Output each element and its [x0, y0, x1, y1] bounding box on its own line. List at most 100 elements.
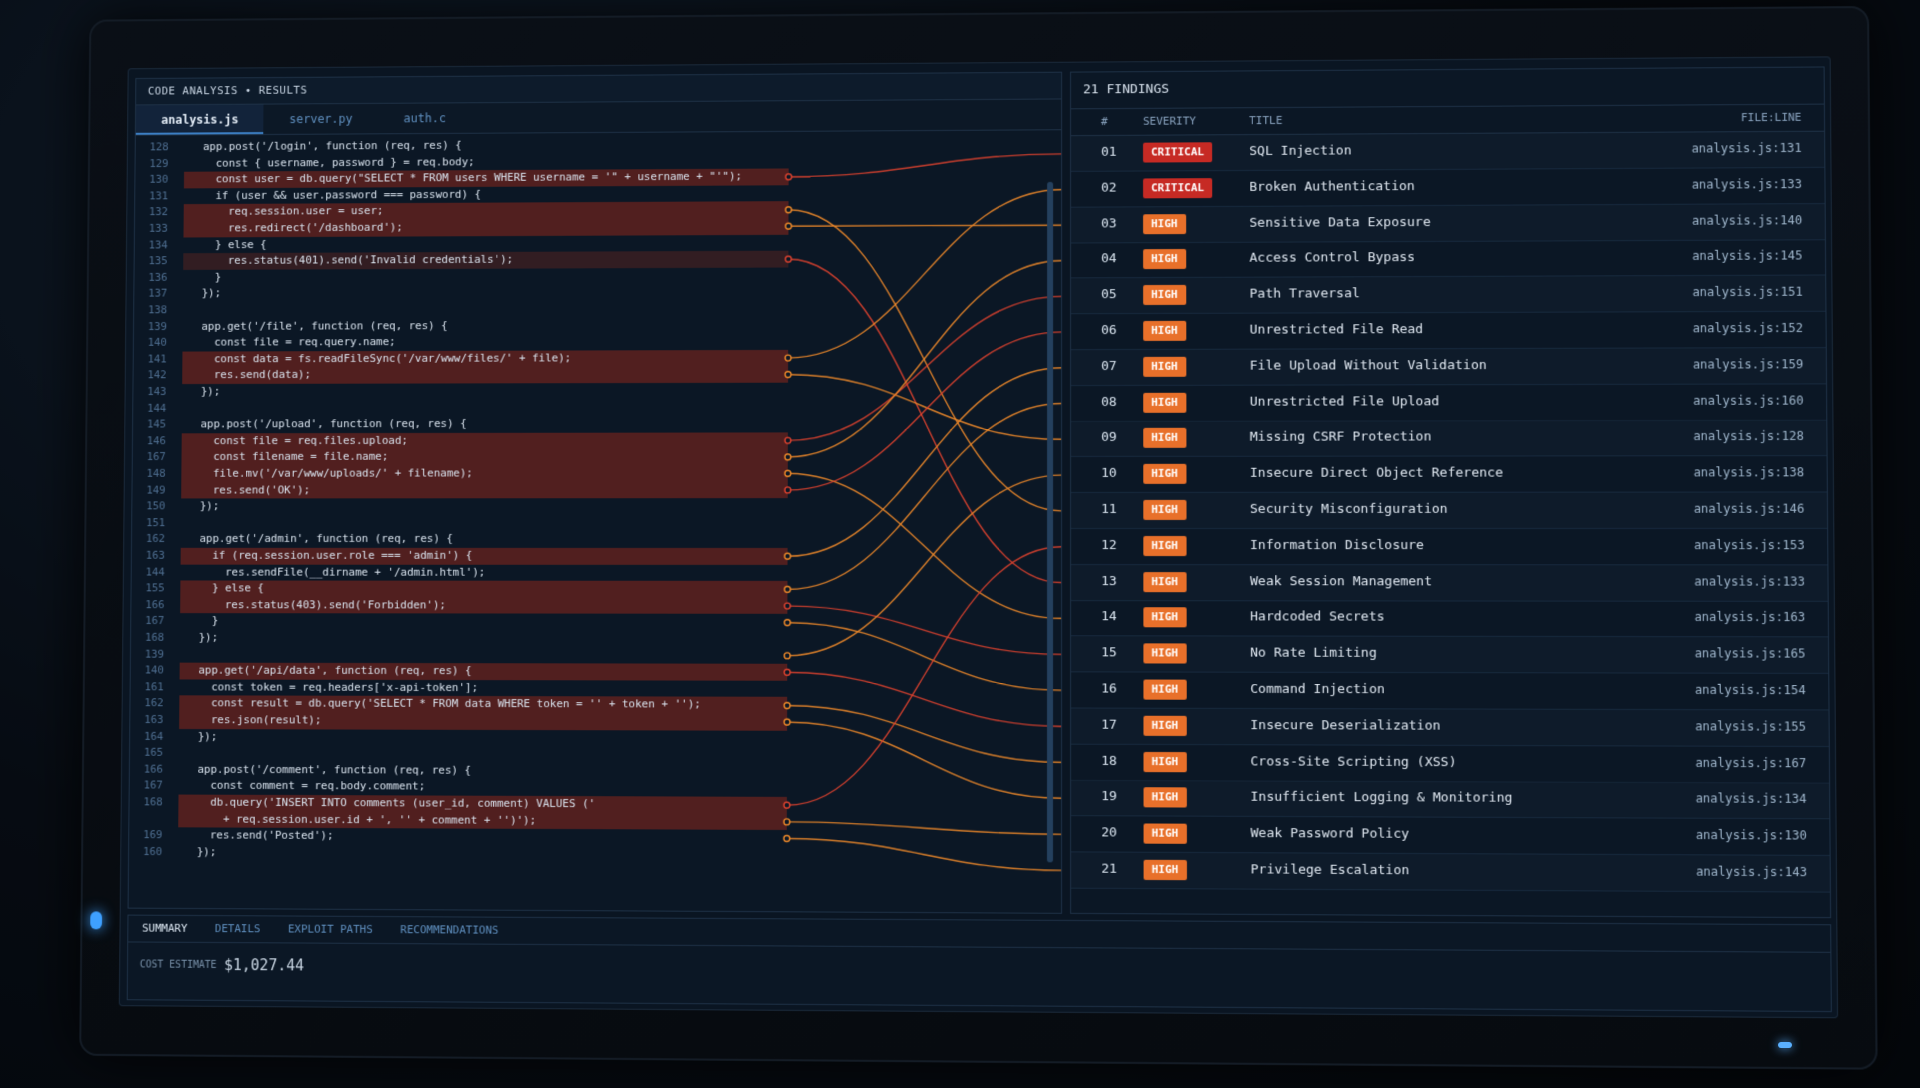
severity-badge: HIGH [1143, 321, 1186, 341]
severity-badge: HIGH [1143, 464, 1186, 484]
code-scrollbar[interactable] [1047, 182, 1053, 862]
finding-link [788, 374, 1061, 440]
severity-badge: CRITICAL [1143, 142, 1212, 162]
col-file-line: FILE:LINE [1741, 111, 1802, 124]
finding-row[interactable]: 05HIGHPath Traversalanalysis.js:151 [1071, 276, 1825, 315]
finding-number: 05 [1101, 287, 1117, 302]
link-anchor [785, 487, 791, 493]
finding-row[interactable]: 02CRITICALBroken Authenticationanalysis.… [1071, 168, 1825, 208]
finding-row[interactable]: 01 CRITICAL SQL Injection analysis.js:131 [1071, 132, 1824, 172]
finding-number: 10 [1101, 466, 1117, 481]
finding-row[interactable]: 13HIGHWeak Session Managementanalysis.js… [1071, 565, 1828, 602]
finding-link [787, 475, 1061, 656]
link-anchor [785, 471, 791, 477]
link-anchor [784, 620, 790, 626]
link-anchor [785, 223, 791, 229]
status-led [1778, 1042, 1792, 1048]
severity-badge: HIGH [1143, 716, 1186, 736]
col-severity: SEVERITY [1143, 115, 1196, 128]
link-anchor [784, 719, 790, 725]
finding-row[interactable]: 11HIGHSecurity Misconfigurationanalysis.… [1071, 492, 1827, 528]
finding-row[interactable]: 12HIGHInformation Disclosureanalysis.js:… [1071, 529, 1827, 565]
severity-badge: HIGH [1143, 572, 1186, 592]
finding-file-line: analysis.js:146 [1694, 502, 1805, 516]
link-anchor [784, 586, 790, 592]
finding-row[interactable]: 19HIGHInsufficient Logging & Monitoringa… [1071, 780, 1829, 819]
finding-file-line: analysis.js:131 [1691, 141, 1801, 156]
finding-title: Sensitive Data Exposure [1249, 215, 1430, 231]
finding-row[interactable]: 07HIGHFile Upload Without Validationanal… [1071, 348, 1826, 386]
link-anchor [784, 603, 790, 609]
link-anchor [784, 669, 790, 675]
finding-row[interactable]: 21HIGHPrivilege Escalationanalysis.js:14… [1071, 852, 1830, 892]
finding-row[interactable]: 06HIGHUnrestricted File Readanalysis.js:… [1071, 312, 1826, 350]
link-anchor [784, 819, 790, 825]
finding-file-line: analysis.js:165 [1695, 646, 1806, 660]
tab-details[interactable]: DETAILS [201, 916, 274, 942]
finding-title: SQL Injection [1249, 143, 1351, 159]
finding-row[interactable]: 17HIGHInsecure Deserializationanalysis.j… [1071, 708, 1829, 747]
tab-recommendations[interactable]: RECOMMENDATIONS [386, 917, 512, 944]
findings-count: 21 FINDINGS [1071, 67, 1824, 109]
link-anchor [786, 174, 792, 180]
finding-row[interactable]: 16HIGHCommand Injectionanalysis.js:154 [1071, 672, 1828, 710]
finding-link [787, 839, 1061, 871]
finding-row[interactable]: 10HIGHInsecure Direct Object Referencean… [1071, 456, 1827, 493]
finding-row[interactable]: 04HIGHAccess Control Bypassanalysis.js:1… [1071, 240, 1825, 279]
severity-badge: CRITICAL [1143, 178, 1212, 198]
finding-number: 19 [1101, 789, 1117, 804]
finding-number: 01 [1101, 145, 1117, 160]
finding-title: Weak Password Policy [1251, 826, 1410, 842]
finding-link [787, 258, 1061, 583]
finding-file-line: analysis.js:134 [1695, 792, 1806, 807]
tab-summary[interactable]: SUMMARY [128, 916, 201, 942]
finding-link [788, 190, 1061, 358]
link-anchor [784, 835, 790, 841]
finding-row[interactable]: 03HIGHSensitive Data Exposureanalysis.js… [1071, 204, 1825, 243]
finding-file-line: analysis.js:154 [1695, 683, 1806, 697]
finding-row[interactable]: 15HIGHNo Rate Limitinganalysis.js:165 [1071, 636, 1828, 674]
link-anchor [785, 553, 791, 559]
finding-title: Weak Session Management [1250, 574, 1432, 589]
finding-file-line: analysis.js:130 [1696, 828, 1807, 843]
finding-title: Access Control Bypass [1249, 250, 1415, 266]
finding-link [787, 404, 1061, 590]
finding-file-line: analysis.js:133 [1694, 574, 1805, 588]
finding-link [788, 296, 1061, 440]
finding-number: 16 [1101, 681, 1117, 696]
finding-title: Missing CSRF Protection [1250, 430, 1432, 445]
link-anchor [785, 355, 791, 361]
link-anchor [784, 802, 790, 808]
finding-number: 11 [1101, 502, 1117, 517]
finding-number: 02 [1101, 180, 1117, 195]
col-title: TITLE [1249, 114, 1282, 127]
finding-link [787, 473, 1061, 618]
finding-row[interactable]: 09HIGHMissing CSRF Protectionanalysis.js… [1071, 420, 1826, 457]
finding-number: 06 [1101, 323, 1117, 338]
severity-badge: HIGH [1143, 357, 1186, 377]
severity-badge: HIGH [1143, 500, 1186, 520]
finding-row[interactable]: 14HIGHHardcoded Secretsanalysis.js:163 [1071, 601, 1828, 638]
finding-link [788, 225, 1061, 226]
monitor-bezel: CODE ANALYSIS • RESULTS analysis.js serv… [79, 6, 1877, 1070]
col-num: # [1101, 115, 1108, 128]
severity-badge: HIGH [1143, 752, 1186, 772]
link-anchor [785, 371, 791, 377]
cost-estimate-label: COST ESTIMATE [140, 959, 217, 970]
finding-file-line: analysis.js:133 [1692, 177, 1803, 192]
power-led [90, 911, 102, 929]
severity-badge: HIGH [1144, 860, 1187, 880]
finding-file-line: analysis.js:145 [1692, 249, 1803, 264]
finding-row[interactable]: 18HIGHCross-Site Scripting (XSS)analysis… [1071, 744, 1829, 783]
finding-row[interactable]: 08HIGHUnrestricted File Uploadanalysis.j… [1071, 384, 1826, 422]
finding-number: 21 [1101, 862, 1117, 877]
finding-title: Insufficient Logging & Monitoring [1250, 790, 1512, 806]
finding-number: 17 [1101, 717, 1117, 732]
link-anchor [784, 702, 790, 708]
finding-file-line: analysis.js:163 [1694, 610, 1805, 624]
link-anchor [785, 256, 791, 262]
finding-row[interactable]: 20HIGHWeak Password Policyanalysis.js:13… [1071, 816, 1830, 856]
tab-exploit-paths[interactable]: EXPLOIT PATHS [274, 916, 387, 943]
scroll-thumb[interactable] [1047, 182, 1053, 862]
finding-title: Cross-Site Scripting (XSS) [1250, 754, 1456, 770]
